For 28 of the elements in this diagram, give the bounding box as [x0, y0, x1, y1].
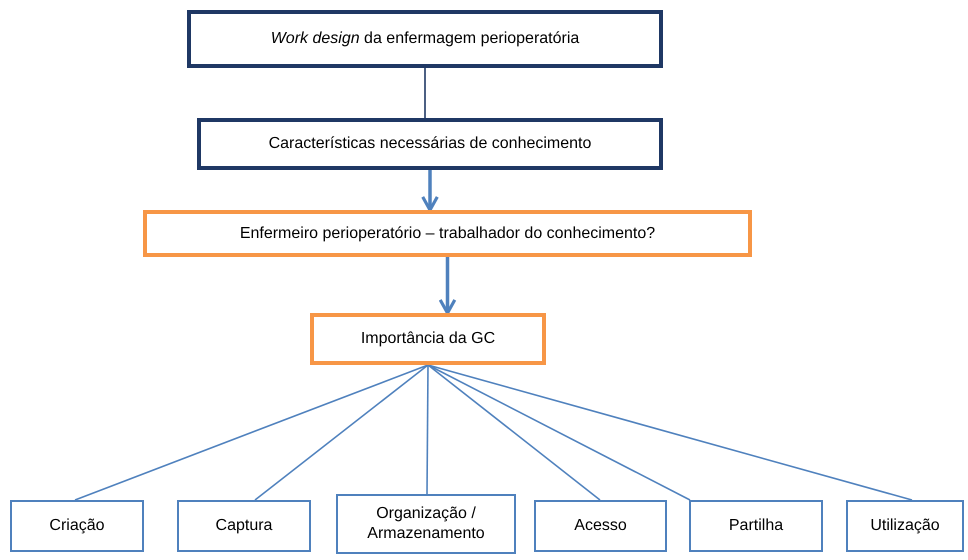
- box-label: Acesso: [574, 516, 627, 536]
- category-box: [177, 500, 311, 552]
- connector-line: [426, 365, 429, 494]
- category-box: [846, 500, 964, 552]
- box-label: Captura: [216, 516, 272, 536]
- category-box: [336, 494, 516, 554]
- connector-line: [428, 364, 600, 501]
- box-label: Características necessárias de conhecimento: [268, 134, 592, 154]
- box-label: Organização / Armazenamento: [366, 504, 486, 544]
- category-box: [534, 500, 667, 552]
- connector-line: [74, 364, 428, 501]
- process-box: [197, 118, 663, 170]
- process-box: [187, 10, 663, 68]
- question-box: [143, 210, 752, 257]
- category-box: [10, 500, 144, 552]
- box-label: Utilização: [870, 516, 940, 536]
- arrow: [438, 257, 456, 315]
- connector-line: [424, 68, 426, 118]
- connector-line: [254, 364, 428, 501]
- box-label: Criação: [49, 516, 105, 536]
- category-box: [689, 500, 823, 552]
- box-label: Importância da GC: [360, 329, 496, 349]
- box-label: Work design da enfermagem perioperatória: [270, 29, 580, 49]
- question-box: [310, 313, 546, 365]
- connector-line: [428, 364, 912, 501]
- arrow: [421, 170, 439, 212]
- box-label: Partilha: [728, 516, 784, 536]
- box-label: Enfermeiro perioperatório – trabalhador do conhecimento?: [240, 224, 656, 244]
